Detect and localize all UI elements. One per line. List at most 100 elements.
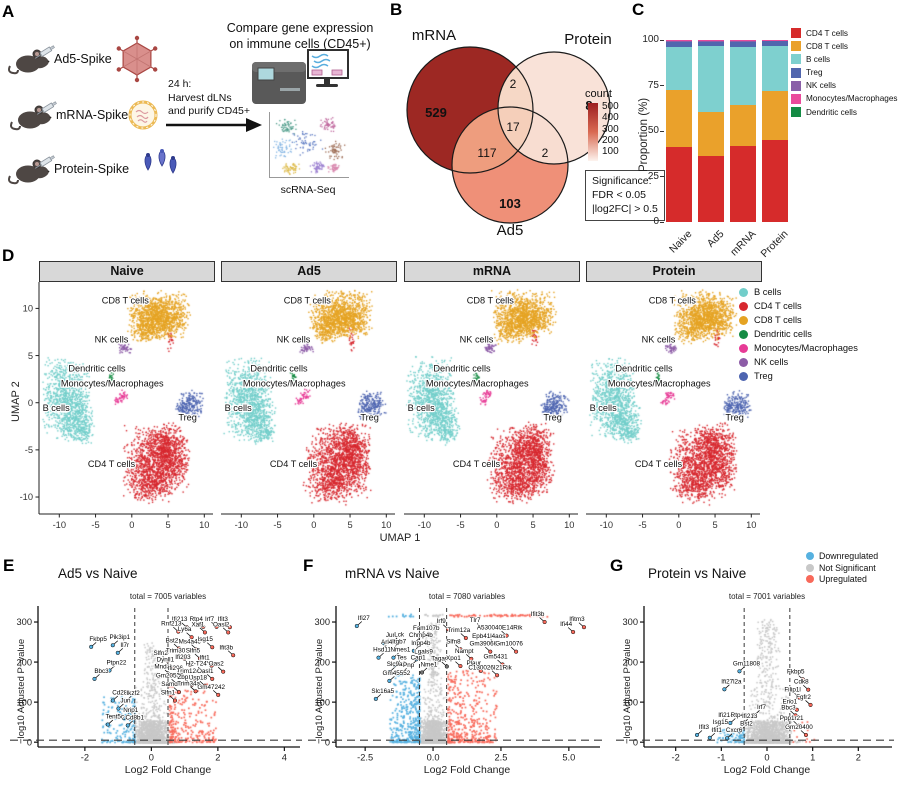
- svg-text:2: 2: [215, 753, 220, 763]
- svg-text:-10: -10: [235, 520, 248, 530]
- group-label-mrna: mRNA-Spike: [56, 108, 129, 122]
- venn-legend-tick: 400: [602, 112, 619, 124]
- svg-text:17: 17: [506, 120, 520, 134]
- mouse-syringe-icon: [8, 154, 56, 185]
- bar-segment: [666, 40, 692, 41]
- sequencer-monitor-icon: [252, 49, 349, 104]
- svg-text:0: 0: [149, 753, 154, 763]
- bar-mRNA: [730, 40, 756, 222]
- svg-text:Protein: Protein: [564, 31, 612, 48]
- mini-umap-caption: scRNA-Seq: [280, 184, 336, 196]
- y-tick-mark: [660, 176, 664, 177]
- venn-legend-ticks: 500 400 300 200 100: [602, 101, 619, 157]
- svg-text:-10: -10: [53, 520, 66, 530]
- legend-label: Treg: [806, 68, 823, 78]
- legend-item-Dendritic cells: Dendritic cells: [791, 107, 897, 118]
- bar-segment: [666, 40, 692, 42]
- lnp-icon: [128, 100, 158, 130]
- panel-e-xlabel: Log2 Fold Change: [124, 764, 212, 776]
- venn-legend-tick: 100: [602, 146, 619, 157]
- arrow-text-line2: Harvest dLNs: [168, 91, 232, 104]
- svg-text:117: 117: [477, 146, 496, 160]
- svg-text:2: 2: [856, 753, 861, 763]
- svg-text:0: 0: [676, 520, 681, 530]
- svg-text:-5: -5: [456, 520, 464, 530]
- svg-text:5: 5: [712, 520, 717, 530]
- panel-a-heading: Compare gene expression on immune cells …: [224, 20, 376, 53]
- legend-dot-icon: [739, 315, 748, 325]
- mouse-syringe-icon: [8, 44, 56, 75]
- svg-text:103: 103: [499, 196, 521, 211]
- svg-text:10: 10: [746, 520, 756, 530]
- bar-Ad5: [698, 40, 724, 222]
- legend-item-downregulated: Downregulated: [806, 551, 878, 561]
- legend-label: CD8 T cells: [754, 315, 802, 325]
- venn-diagram: 52928117217103mRNAProteinAd5: [406, 27, 612, 239]
- svg-text:0: 0: [325, 737, 330, 747]
- legend-label: CD4 T cells: [754, 301, 802, 311]
- panel-f-ylabel: −log10 Adjusted P−value: [314, 638, 325, 744]
- bar-Protein: [762, 40, 788, 222]
- legend-item-CD4 T cells: CD4 T cells: [791, 28, 897, 38]
- venn-legend-tick: 300: [602, 123, 619, 135]
- svg-text:0.0: 0.0: [427, 753, 440, 763]
- legend-item-B cells: B cells: [791, 54, 897, 65]
- svg-text:-2.5: -2.5: [357, 753, 373, 763]
- panel-letter-f: F: [303, 556, 314, 575]
- legend-dot-icon: [739, 357, 748, 367]
- svg-text:-5: -5: [273, 520, 281, 530]
- bar-segment: [666, 147, 692, 222]
- legend-item-Dendritic cells: Dendritic cells: [739, 329, 858, 339]
- panel-e-title: Ad5 vs Naive: [58, 566, 138, 581]
- panel-f-xlabel: Log2 Fold Change: [423, 764, 511, 776]
- svg-text:5.0: 5.0: [562, 753, 575, 763]
- svg-text:Ad5: Ad5: [497, 222, 524, 239]
- group-label-ad5: Ad5-Spike: [54, 52, 112, 66]
- legend-label: Upregulated: [819, 574, 867, 584]
- venn-legend-gradient: [588, 103, 598, 161]
- x-category-label: Ad5: [704, 228, 727, 250]
- legend-label: Monocytes/Macrophages: [754, 343, 858, 353]
- panel-f-subtitle: total = 7080 variables: [428, 592, 506, 601]
- legend-item-CD8 T cells: CD8 T cells: [739, 315, 858, 325]
- svg-text:2: 2: [542, 146, 549, 160]
- y-tick-mark: [660, 221, 664, 223]
- upregulated-dot-icon: [806, 575, 814, 583]
- y-tick-mark: [660, 85, 664, 86]
- legend-label: NK cells: [754, 357, 789, 367]
- bar-segment: [762, 41, 788, 47]
- bar-segment: [730, 47, 756, 105]
- legend-swatch-icon: [791, 80, 801, 91]
- svg-text:5: 5: [165, 520, 170, 530]
- legend-label: Treg: [754, 371, 773, 381]
- legend-label: Downregulated: [819, 551, 879, 561]
- y-tick-label: 0: [653, 216, 659, 227]
- venn-legend-tick: 200: [602, 134, 619, 146]
- legend-item-NK cells: NK cells: [739, 357, 858, 367]
- bar-segment: [762, 140, 788, 222]
- svg-text:0: 0: [494, 520, 499, 530]
- bar-segment: [762, 90, 788, 141]
- svg-text:0: 0: [129, 520, 134, 530]
- svg-text:2.5: 2.5: [494, 753, 507, 763]
- svg-text:300: 300: [314, 617, 330, 627]
- panel-d-xlabel: UMAP 1: [379, 532, 421, 544]
- x-category-label: mRNA: [728, 228, 759, 259]
- legend-swatch-icon: [791, 93, 801, 104]
- significance-line3: |log2FC| > 0.5: [592, 203, 658, 216]
- venn-legend-title: count: [585, 88, 612, 100]
- legend-item-B cells: B cells: [739, 287, 858, 297]
- bar-segment: [730, 145, 756, 222]
- bar-segment: [730, 40, 756, 42]
- svg-text:5: 5: [347, 520, 352, 530]
- legend-swatch-icon: [791, 107, 801, 118]
- y-tick-mark: [660, 130, 664, 132]
- spike-protein-icon: [144, 149, 177, 174]
- bar-segment: [698, 46, 724, 112]
- bar-segment: [698, 40, 724, 41]
- legend-label: Monocytes/Macrophages: [806, 94, 898, 104]
- facet-header-ad5: Ad5: [221, 261, 397, 282]
